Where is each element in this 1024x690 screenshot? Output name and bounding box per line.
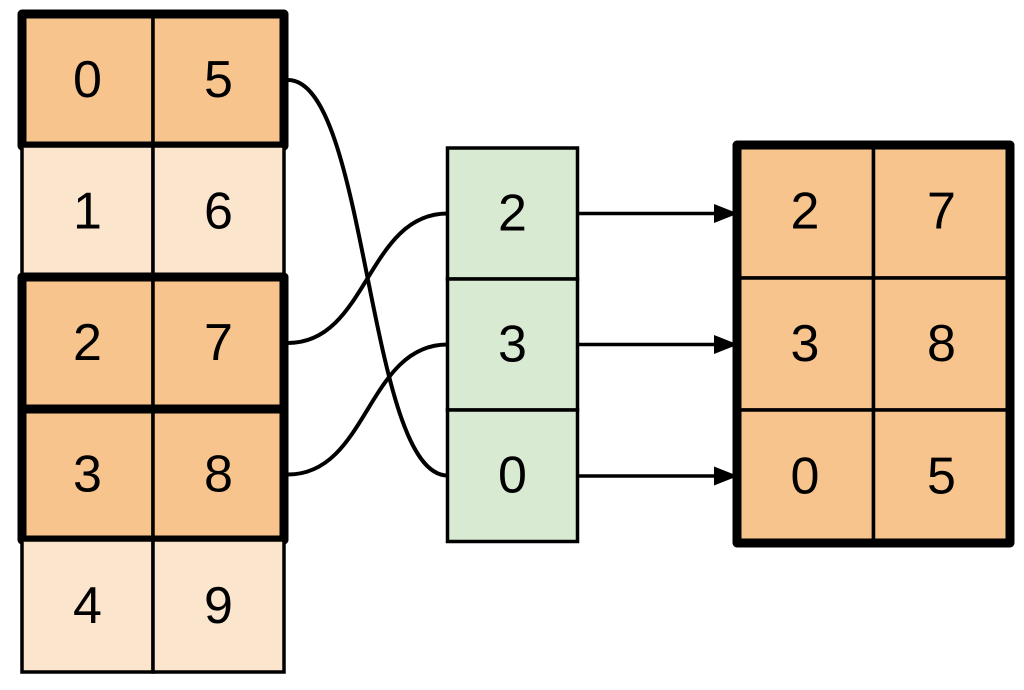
index-column: 2 3 0 <box>445 146 580 544</box>
source-cell-value: 4 <box>73 577 102 635</box>
result-cell-r1c1 <box>871 276 1012 412</box>
index-cell-value: 3 <box>498 316 527 374</box>
connector-source-row3-to-index-3 <box>286 342 450 477</box>
index-cell-value: 0 <box>498 447 527 505</box>
source-cell-r4c0 <box>20 538 155 674</box>
result-cell-r0c1 <box>871 143 1012 280</box>
source-cell-r2c1 <box>151 275 286 411</box>
result-row-0: 2 7 <box>735 143 1012 280</box>
result-row-2: 0 5 <box>735 408 1012 545</box>
source-row-3: 3 8 <box>17 404 289 545</box>
result-cell-r1c0 <box>735 276 876 412</box>
source-cell-value: 9 <box>204 577 233 635</box>
index-cell-value: 2 <box>498 185 527 243</box>
arrow-index0-to-result-row0 <box>577 204 738 223</box>
source-cell-value: 5 <box>204 51 233 109</box>
result-cell-value: 5 <box>927 448 956 506</box>
arrowhead-icon <box>714 335 738 354</box>
result-cell-value: 3 <box>791 315 820 373</box>
source-cell-r0c1 <box>151 12 286 148</box>
source-row-1: 1 6 <box>20 144 286 279</box>
result-cell-value: 8 <box>927 315 956 373</box>
source-row-0: 0 5 <box>17 9 289 151</box>
result-cell-value: 0 <box>791 448 820 506</box>
arrow-index1-to-result-row1 <box>577 335 738 354</box>
index-cell-0 <box>445 146 580 281</box>
result-table: 2 7 3 8 0 5 <box>732 140 1015 548</box>
arrowhead-icon <box>714 204 738 223</box>
arrow-index2-to-result-row2 <box>577 466 738 486</box>
result-table-outline <box>732 140 1015 548</box>
source-cell-value: 0 <box>73 51 102 109</box>
source-cell-value: 1 <box>73 183 102 241</box>
source-row-2: 2 7 <box>17 272 289 414</box>
source-cell-value: 8 <box>204 446 233 504</box>
result-cell-value: 7 <box>927 183 956 241</box>
result-row-1: 3 8 <box>735 276 1012 412</box>
source-row-4: 4 9 <box>20 538 286 674</box>
arrowhead-icon <box>714 466 738 486</box>
result-cell-r2c1 <box>871 408 1012 545</box>
source-cell-value: 3 <box>73 446 102 504</box>
source-table: 0 5 1 6 2 7 3 8 4 <box>17 9 289 674</box>
result-cell-value: 2 <box>791 183 820 241</box>
source-cell-value: 7 <box>204 314 233 372</box>
source-cell-r3c0 <box>20 407 155 542</box>
source-cell-value: 6 <box>204 183 233 241</box>
connector-source-row2-to-index-2 <box>286 211 450 345</box>
source-to-index-connectors <box>286 78 450 478</box>
index-to-result-arrows <box>577 204 738 486</box>
source-cell-r4c1 <box>151 538 286 674</box>
source-cell-r1c1 <box>151 144 286 279</box>
source-cell-value: 2 <box>73 314 102 372</box>
index-cell-2 <box>445 408 580 544</box>
